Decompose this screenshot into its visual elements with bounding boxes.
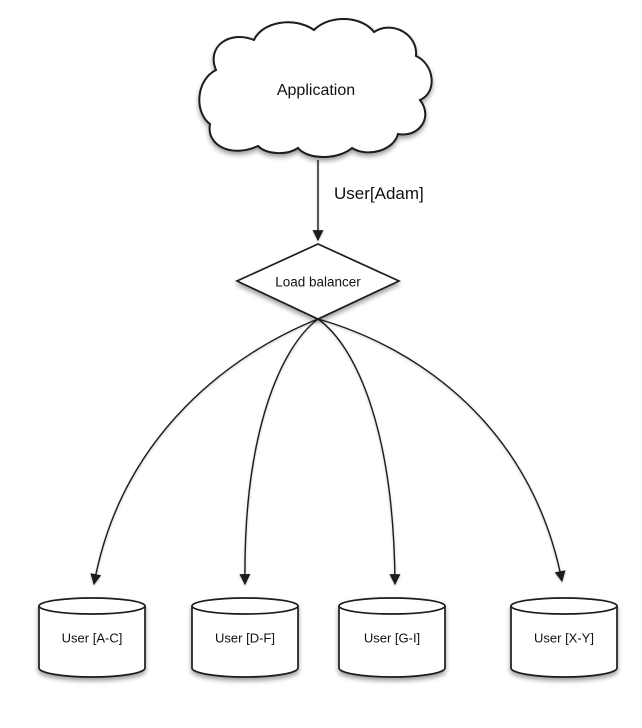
edge-group	[90, 160, 566, 586]
edge-loadbalancer-to-shard-df	[239, 318, 319, 586]
load-balancer-diamond-shape	[234, 243, 402, 320]
node-group	[38, 17, 618, 678]
db-cylinder-shard-xy	[510, 597, 618, 678]
shard-xy-node-label: User [X-Y]	[534, 630, 594, 646]
shard-gi-node-label: User [G-I]	[363, 630, 421, 646]
request-edge-label: User[Adam]	[334, 184, 424, 203]
edge-loadbalancer-to-shard-gi	[317, 318, 401, 586]
db-cylinder-shard-ac	[38, 597, 146, 678]
db-cylinder-shard-gi	[338, 597, 446, 678]
application-cloud-shape	[198, 17, 433, 158]
load-balancer-node-label: Load balancer	[275, 274, 361, 290]
shard-ac-node-label: User [A-C]	[61, 630, 123, 646]
edge-loadbalancer-to-shard-ac	[90, 318, 319, 586]
edge-loadbalancer-to-shard-xy	[317, 318, 566, 583]
application-node-label: Application	[276, 82, 356, 99]
shard-df-node-label: User [D-F]	[215, 630, 275, 646]
db-cylinder-shard-df	[191, 597, 299, 678]
